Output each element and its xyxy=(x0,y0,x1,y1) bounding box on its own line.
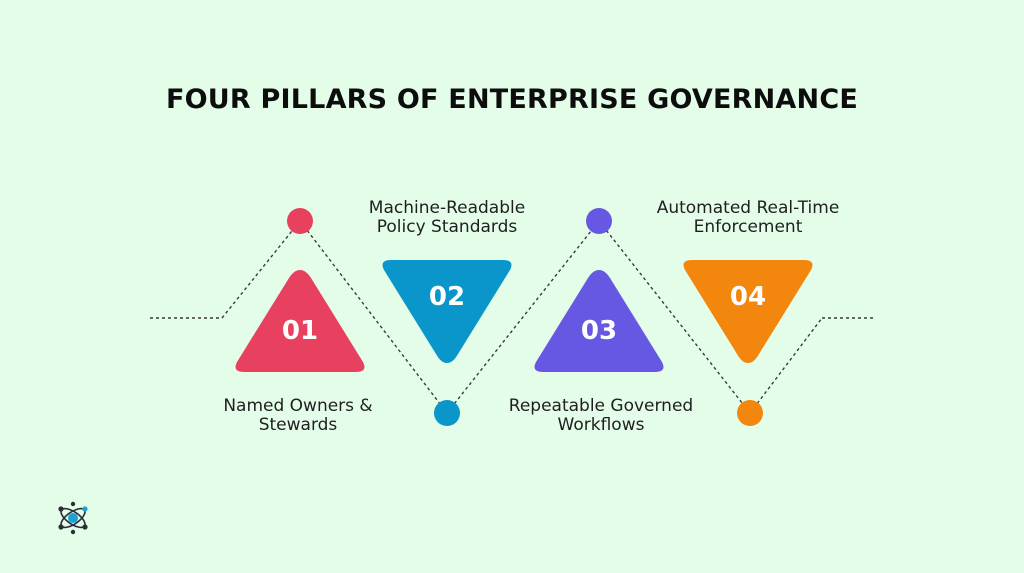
network-atom-logo-icon xyxy=(58,501,88,535)
triangle-4 xyxy=(683,260,813,363)
pillar-label-1: Named Owners & Stewards xyxy=(178,397,418,435)
pillar-label-1-line2: Stewards xyxy=(258,415,338,435)
triangle-3 xyxy=(534,270,664,372)
pillar-label-2: Machine-Readable Policy Standards xyxy=(327,199,567,237)
pillar-label-4: Automated Real-Time Enforcement xyxy=(628,199,868,237)
pillar-number-3: 03 xyxy=(580,316,618,346)
node-dot-2 xyxy=(434,400,460,426)
pillar-label-3: Repeatable Governed Workflows xyxy=(481,397,721,435)
dotted-connector-path xyxy=(150,220,874,414)
pillar-label-2-line1: Machine-Readable xyxy=(368,198,526,218)
node-dot-3 xyxy=(586,208,612,234)
pillar-label-2-line2: Policy Standards xyxy=(376,217,518,237)
pillar-label-4-line1: Automated Real-Time xyxy=(656,198,840,218)
pillar-number-4: 04 xyxy=(729,282,767,312)
pillar-label-1-line1: Named Owners & xyxy=(223,396,373,416)
page-title: FOUR PILLARS OF ENTERPRISE GOVERNANCE xyxy=(166,84,858,115)
pillar-label-3-line2: Workflows xyxy=(557,415,645,435)
triangle-1 xyxy=(235,270,365,372)
pillar-label-4-line2: Enforcement xyxy=(693,217,803,237)
node-dot-4 xyxy=(737,400,763,426)
pillar-number-2: 02 xyxy=(428,282,466,312)
node-dot-1 xyxy=(287,208,313,234)
triangle-2 xyxy=(382,260,512,363)
pillar-number-1: 01 xyxy=(281,316,319,346)
pillar-label-3-line1: Repeatable Governed xyxy=(508,396,694,416)
